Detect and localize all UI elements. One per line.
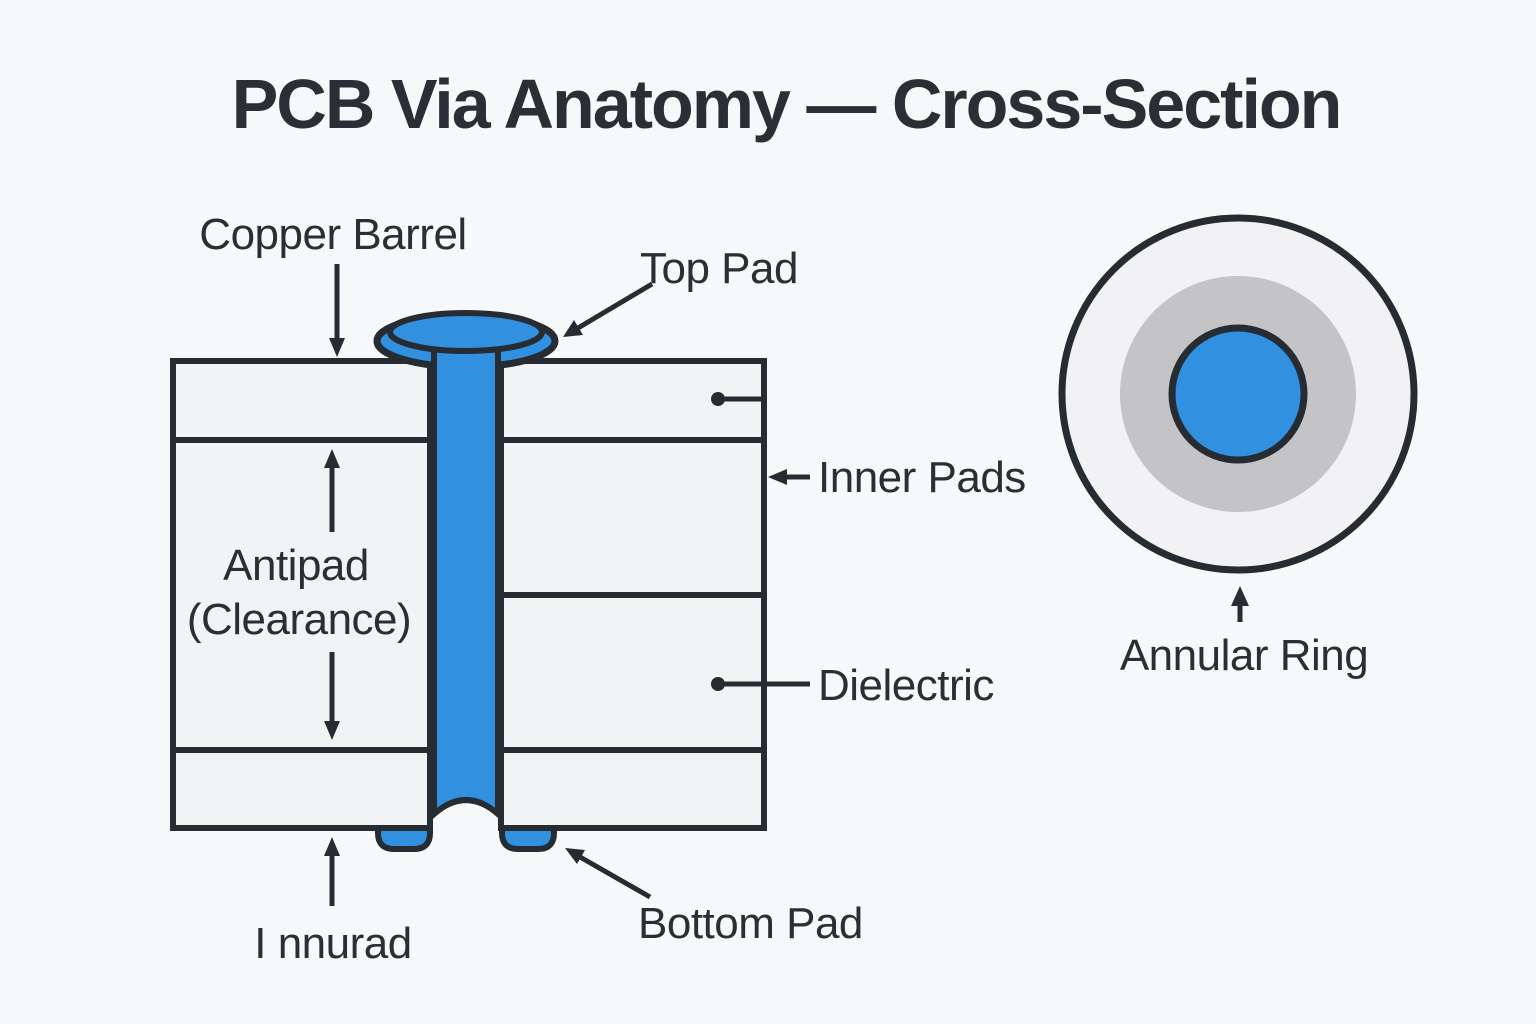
bottom-left-arrowhead <box>324 837 340 856</box>
annular-ring-arrowhead <box>1231 586 1249 606</box>
copper-barrel-column <box>431 340 501 821</box>
annular-hole-circle <box>1168 324 1308 464</box>
bottom-left-label: I nnurad <box>254 919 411 968</box>
top-pad-arrow-line <box>576 281 654 331</box>
antipad-label-line1: Antipad <box>223 541 369 590</box>
top-pad-arrowhead <box>563 320 583 337</box>
annular-ring-diagram: Annular Ring <box>1058 214 1418 680</box>
copper-barrel-label: Copper Barrel <box>199 210 466 259</box>
antipad-arrowhead-up <box>324 449 340 468</box>
inner-pads-label: Inner Pads <box>818 453 1026 502</box>
antipad-arrowhead-down <box>324 721 340 740</box>
dielectric-label: Dielectric <box>818 661 994 710</box>
bottom-pad-arrowhead <box>565 848 585 864</box>
top-pad-inner-ellipse <box>387 310 545 354</box>
top-pad-label: Top Pad <box>640 244 798 293</box>
bottom-pad-label: Bottom Pad <box>638 899 863 948</box>
cross-section-diagram: Copper Barrel Top Pad Antipad (Clearance… <box>170 210 1026 968</box>
copper-barrel-arrowhead <box>329 338 345 357</box>
inner-pads-arrowhead <box>768 469 787 485</box>
bottom-pad-arrow-line <box>578 854 652 900</box>
annular-ring-label: Annular Ring <box>1120 631 1368 680</box>
page-title: PCB Via Anatomy — Cross-Section <box>232 65 1341 143</box>
antipad-label-line2: (Clearance) <box>187 595 411 644</box>
